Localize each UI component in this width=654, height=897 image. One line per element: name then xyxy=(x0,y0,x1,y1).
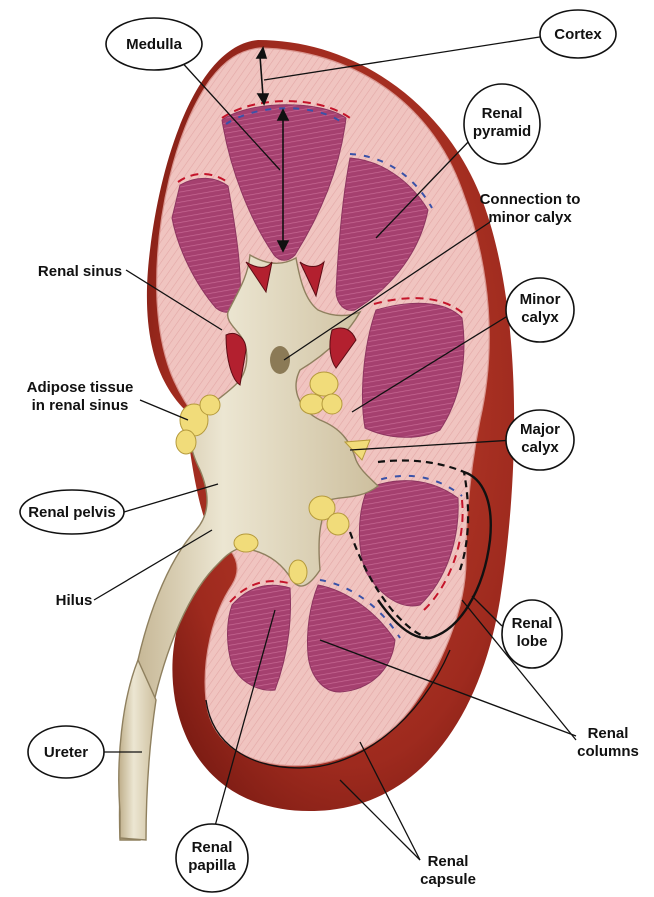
svg-text:Renal: Renal xyxy=(192,839,233,856)
label-renal-columns: Renal columns xyxy=(577,725,639,760)
connection-calyx-spot xyxy=(270,346,290,374)
svg-text:capsule: capsule xyxy=(420,871,476,888)
svg-text:Renal: Renal xyxy=(482,105,523,122)
svg-text:Renal sinus: Renal sinus xyxy=(38,263,122,280)
svg-text:Minor: Minor xyxy=(520,291,561,308)
ureter xyxy=(119,660,156,840)
svg-text:Renal: Renal xyxy=(588,725,629,742)
svg-text:Renal pelvis: Renal pelvis xyxy=(28,504,116,521)
svg-text:calyx: calyx xyxy=(521,439,559,456)
label-hilus: Hilus xyxy=(56,592,93,609)
svg-text:calyx: calyx xyxy=(521,309,559,326)
svg-text:Connection to: Connection to xyxy=(480,191,581,208)
label-minor-calyx: Minor calyx xyxy=(506,278,574,342)
svg-text:minor calyx: minor calyx xyxy=(488,209,572,226)
label-connection-minor-calyx: Connection to minor calyx xyxy=(480,191,581,226)
svg-text:lobe: lobe xyxy=(517,633,548,650)
svg-text:Renal: Renal xyxy=(512,615,553,632)
svg-text:pyramid: pyramid xyxy=(473,123,531,140)
svg-text:Cortex: Cortex xyxy=(554,26,602,43)
svg-text:papilla: papilla xyxy=(188,857,236,874)
label-renal-papilla: Renal papilla xyxy=(176,824,248,892)
label-renal-pyramid: Renal pyramid xyxy=(464,84,540,164)
label-major-calyx: Major calyx xyxy=(506,410,574,470)
label-cortex: Cortex xyxy=(540,10,616,58)
label-adipose-tissue: Adipose tissue in renal sinus xyxy=(27,379,134,414)
label-ureter: Ureter xyxy=(28,726,104,778)
svg-text:Adipose tissue: Adipose tissue xyxy=(27,379,134,396)
svg-text:Hilus: Hilus xyxy=(56,592,93,609)
svg-text:in renal sinus: in renal sinus xyxy=(32,397,129,414)
svg-text:Renal: Renal xyxy=(428,853,469,870)
label-renal-lobe: Renal lobe xyxy=(502,600,562,668)
svg-text:Major: Major xyxy=(520,421,560,438)
svg-text:Ureter: Ureter xyxy=(44,744,88,761)
label-renal-capsule: Renal capsule xyxy=(420,853,476,888)
svg-text:Medulla: Medulla xyxy=(126,36,182,53)
svg-text:columns: columns xyxy=(577,743,639,760)
label-medulla: Medulla xyxy=(106,18,202,70)
label-renal-pelvis: Renal pelvis xyxy=(20,490,124,534)
label-renal-sinus: Renal sinus xyxy=(38,263,122,280)
